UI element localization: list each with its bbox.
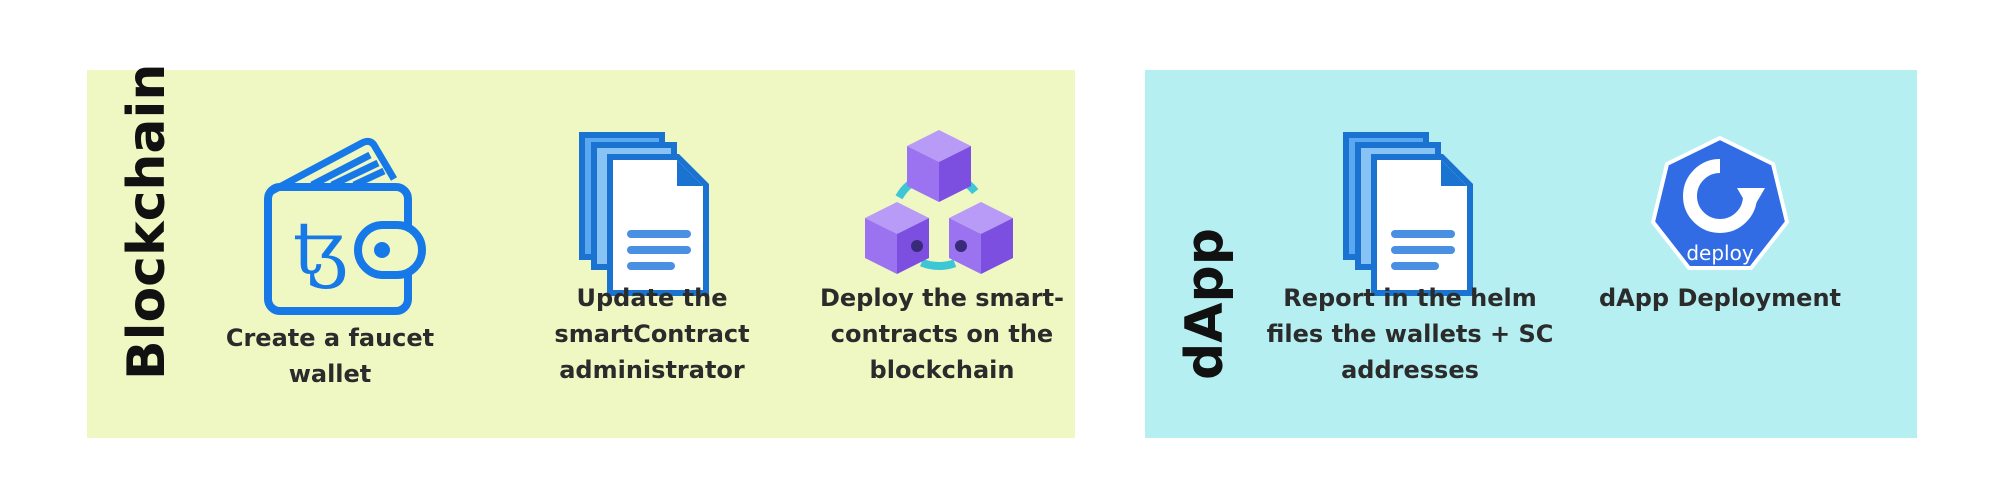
step-label: dApp Deployment — [1598, 284, 1842, 312]
kubernetes-deploy-icon: deploy — [1650, 135, 1790, 270]
step-label: Report in the helm files the wallets + S… — [1266, 284, 1554, 384]
step-create-faucet-wallet: ꜩ Create a faucet wallet — [87, 70, 1075, 438]
documents-icon — [579, 132, 709, 296]
svg-text:ꜩ: ꜩ — [293, 206, 347, 290]
tezos-wallet-icon: ꜩ — [264, 137, 426, 315]
step-update-smartcontract-admin: Update the smartContract administrator — [87, 70, 1075, 438]
dapp-panel: dApp Report in the helm files the wallet… — [1145, 70, 1917, 438]
deploy-icon-text: deploy — [1686, 241, 1753, 265]
blockchain-panel: Blockchain ꜩ Create a faucet wallet — [87, 64, 1075, 438]
step-dapp-deployment: deploy dApp Deployment — [1145, 70, 1917, 438]
step-label: Create a faucet wallet — [225, 324, 435, 388]
step-label: Update the smartContract administrator — [554, 284, 750, 384]
step-report-helm-files: Report in the helm files the wallets + S… — [1145, 70, 1917, 438]
step-deploy-smart-contracts: Deploy the smart- contracts on the block… — [87, 70, 1075, 438]
blockchain-cubes-icon — [865, 130, 1013, 274]
documents-icon — [1343, 132, 1473, 296]
step-label: Deploy the smart- contracts on the block… — [819, 284, 1065, 384]
